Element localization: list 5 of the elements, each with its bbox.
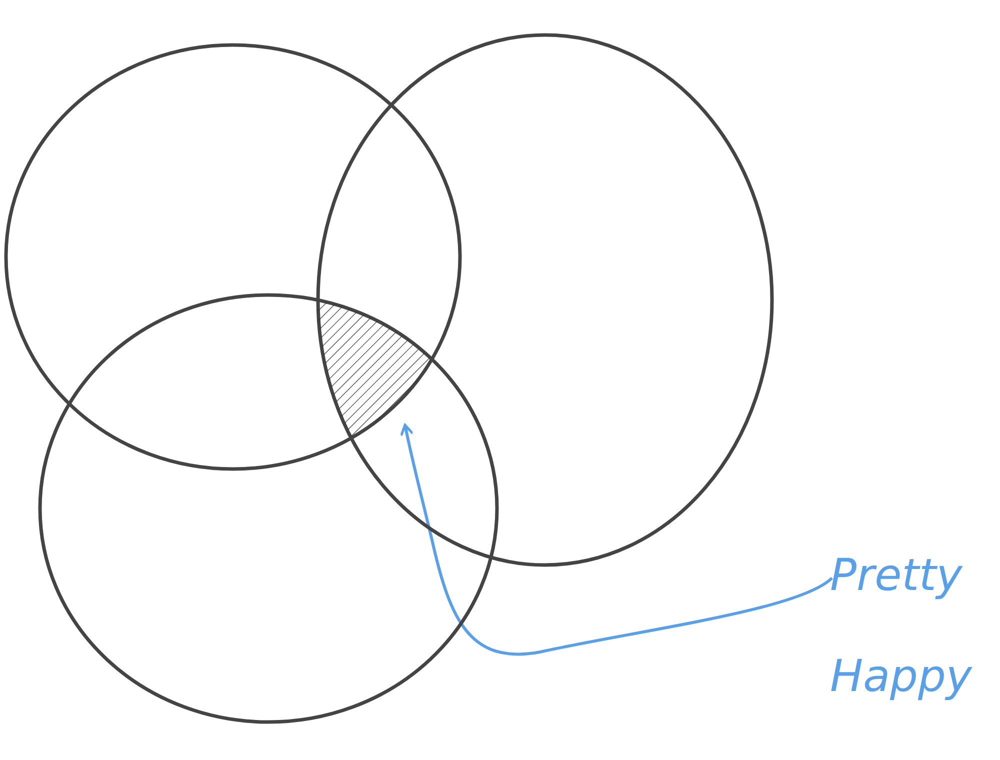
annotation-text: Pretty Happy	[830, 525, 995, 728]
leader-arrow	[400, 424, 833, 656]
set-circle	[38, 293, 499, 724]
set-circle	[316, 33, 774, 567]
set-circle	[4, 43, 462, 471]
